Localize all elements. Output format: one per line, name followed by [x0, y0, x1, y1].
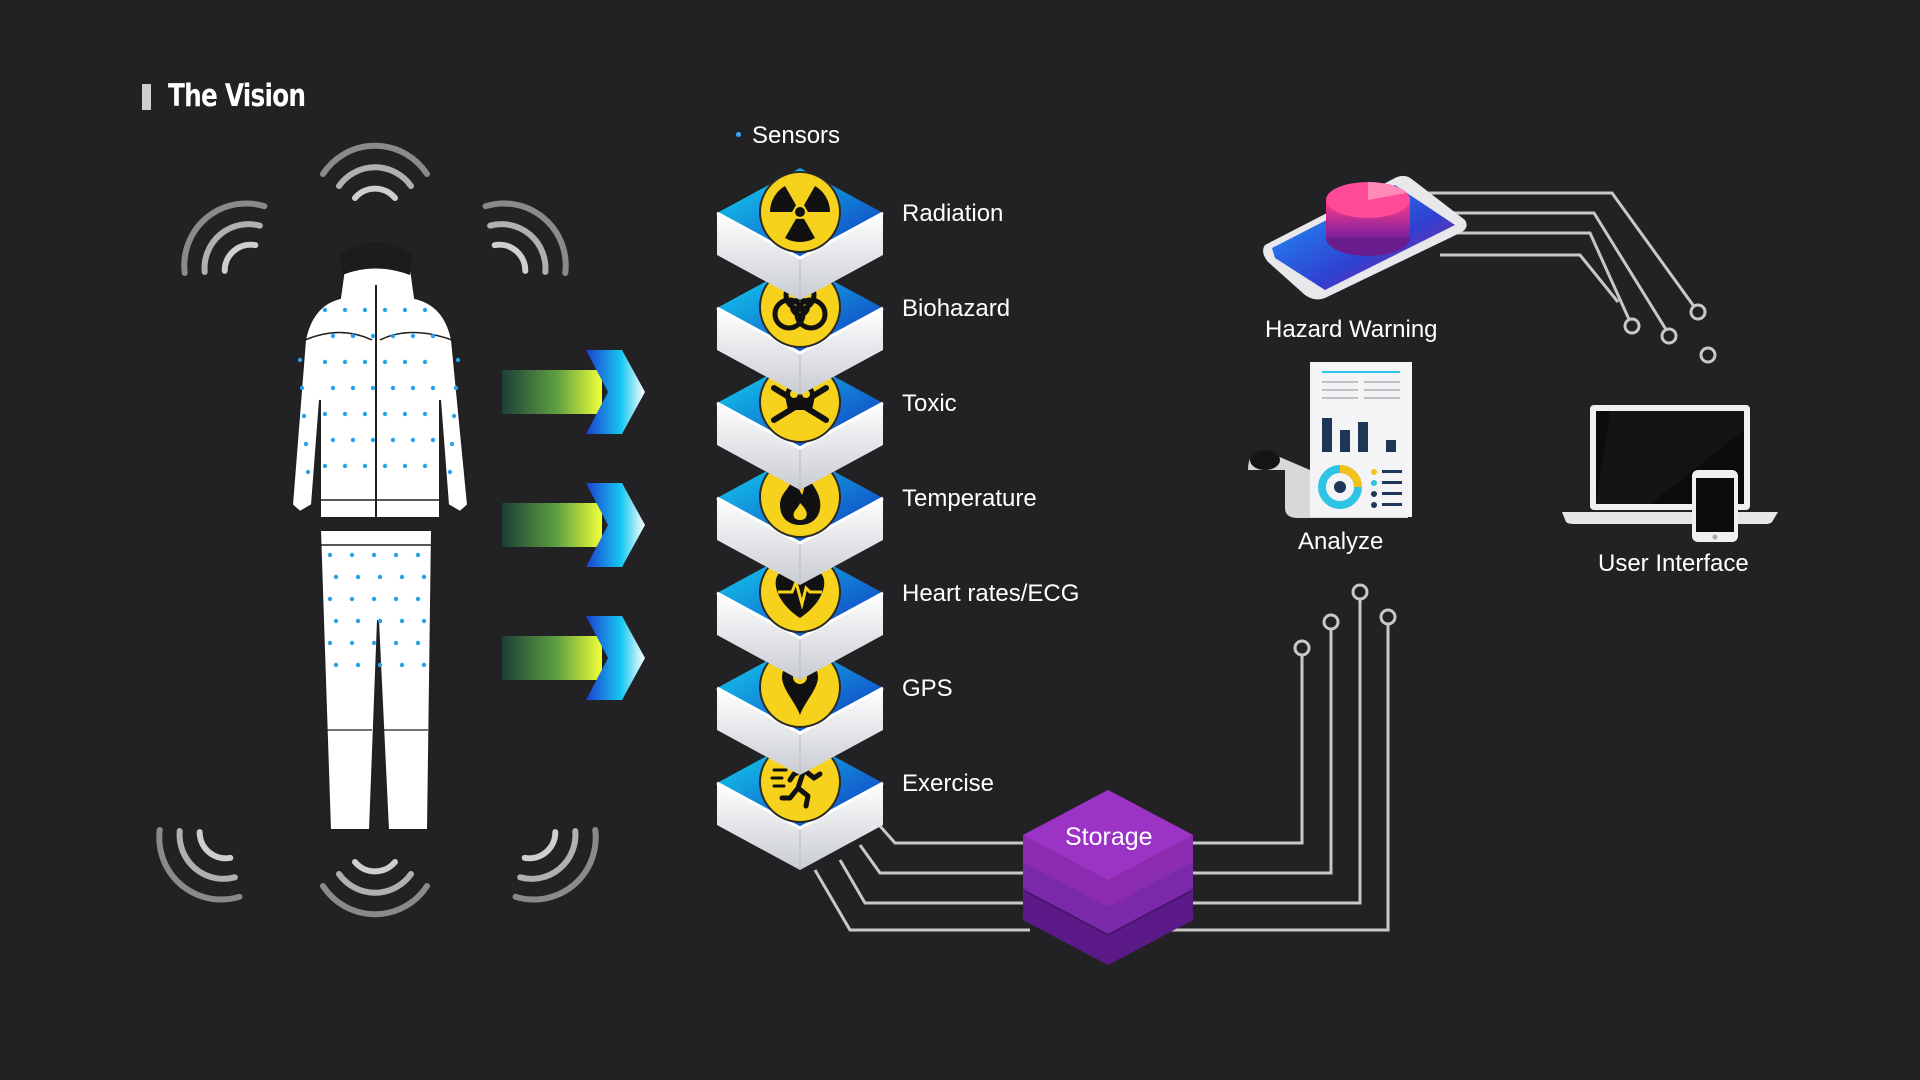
hazard-warning-label: Hazard Warning	[1265, 316, 1438, 343]
hazard-warning-phone-icon	[1263, 175, 1467, 300]
connector-terminals	[1293, 303, 1717, 657]
heart-ecg-icon	[775, 570, 825, 618]
sensor-stack	[716, 168, 884, 870]
sensors-heading: Sensors	[752, 122, 841, 149]
laptop-and-phone-icon	[1562, 405, 1778, 542]
storage-database-icon	[1022, 790, 1194, 965]
signal-waves-icon	[156, 142, 599, 918]
sensor-tile	[716, 168, 884, 300]
smart-suit-icon	[290, 242, 470, 831]
storage-label: Storage	[1065, 823, 1153, 851]
data-arrow-icon	[502, 350, 645, 434]
sensor-label: GPS	[902, 675, 953, 702]
data-flow-arrows	[502, 350, 645, 700]
user-interface-label: User Interface	[1598, 550, 1749, 577]
data-arrow-icon	[502, 616, 645, 700]
sensor-label: Radiation	[902, 200, 1004, 227]
sensor-label: Temperature	[902, 485, 1037, 512]
sensor-label: Toxic	[902, 390, 957, 417]
sensor-label: Heart rates/ECG	[902, 580, 1080, 607]
title-bar-accent	[142, 84, 151, 110]
radiation-icon	[770, 186, 830, 242]
sensor-label: Biohazard	[902, 295, 1011, 322]
sensor-label: Exercise	[902, 770, 995, 797]
analytics-report-icon	[1248, 362, 1412, 518]
data-arrow-icon	[502, 483, 645, 567]
connector-lines	[813, 191, 1700, 932]
analyze-label: Analyze	[1298, 528, 1384, 555]
sensors-bullet	[736, 132, 741, 137]
page-title: The Vision	[168, 78, 306, 114]
